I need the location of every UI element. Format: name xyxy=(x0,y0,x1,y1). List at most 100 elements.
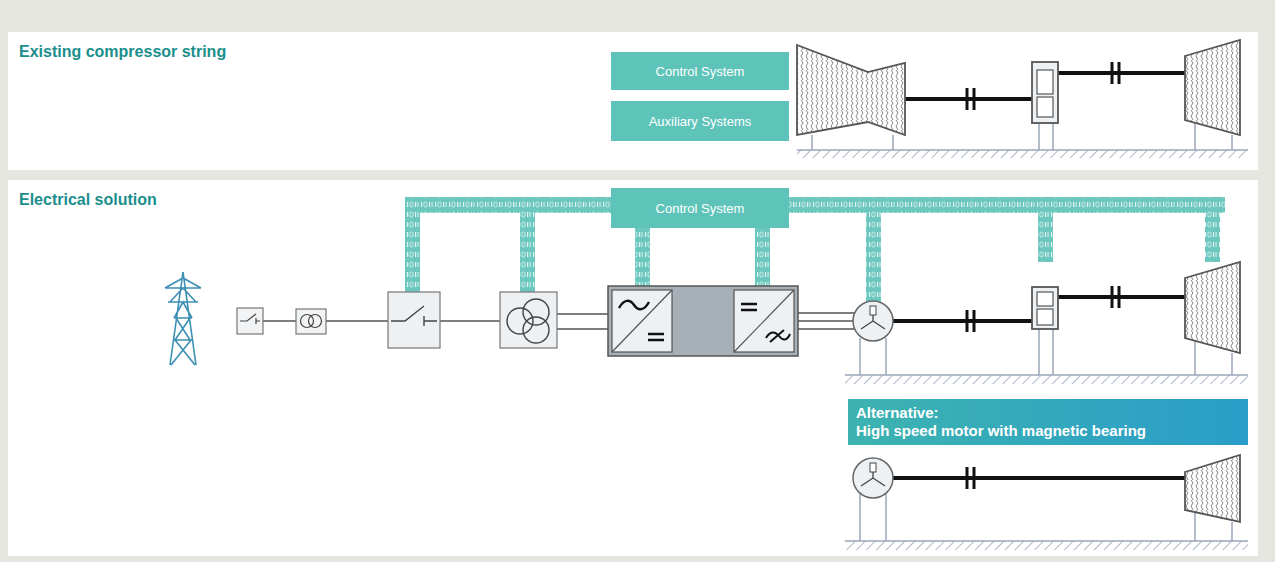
disconnector-symbol xyxy=(240,314,260,324)
motor-symbol xyxy=(861,307,885,329)
gearbox xyxy=(1032,287,1058,329)
three-winding-transformer xyxy=(500,292,557,348)
coupling xyxy=(973,310,976,332)
frequency-converter xyxy=(648,334,664,340)
system-box: Auxiliary Systems xyxy=(611,101,789,141)
data-bus xyxy=(405,197,420,292)
motor-symbol xyxy=(870,306,876,315)
ground-hatch xyxy=(845,375,1248,384)
compressor xyxy=(1185,262,1240,353)
support-legs xyxy=(885,494,887,541)
system-box: Control System xyxy=(611,188,789,228)
gearbox xyxy=(1037,309,1053,325)
box-label: Alternative: xyxy=(856,404,1240,422)
data-bus xyxy=(520,197,535,292)
motor-symbol xyxy=(861,464,885,486)
shaft xyxy=(1058,71,1185,75)
circuit-breaker xyxy=(388,292,440,348)
frequency-converter xyxy=(619,301,649,309)
frequency-converter xyxy=(741,304,757,310)
data-bus xyxy=(866,197,881,302)
transformer-symbol xyxy=(309,315,322,328)
shaft xyxy=(1058,295,1185,299)
support-legs xyxy=(1052,123,1054,150)
transformer-symbol xyxy=(296,309,326,334)
alternative-banner: Alternative:High speed motor with magnet… xyxy=(848,399,1248,445)
data-bus xyxy=(1038,197,1053,262)
compressor xyxy=(1185,455,1240,522)
transformer-symbol xyxy=(296,309,326,334)
support-legs xyxy=(1231,353,1233,375)
power-line xyxy=(794,328,856,329)
box-label: Control System xyxy=(656,201,745,216)
gearbox xyxy=(1037,97,1053,117)
coupling xyxy=(1111,62,1114,84)
power-line xyxy=(794,320,853,321)
gearbox xyxy=(1032,62,1058,123)
power-line xyxy=(263,320,296,321)
data-bus xyxy=(755,213,770,286)
data-bus xyxy=(1205,197,1220,262)
support-legs xyxy=(859,494,861,541)
frequency-converter xyxy=(766,330,790,342)
gas-turbine xyxy=(797,45,905,135)
support-legs xyxy=(885,338,887,375)
frequency-converter xyxy=(612,290,672,352)
circuit-breaker xyxy=(388,292,440,348)
data-bus xyxy=(405,197,1225,302)
ground-hatch xyxy=(797,149,1248,151)
gearbox xyxy=(1037,292,1053,306)
circuit-breaker xyxy=(391,306,437,326)
coupling xyxy=(966,310,969,332)
compressor xyxy=(1185,40,1240,135)
frequency-converter xyxy=(612,290,672,352)
motor-symbol xyxy=(853,301,893,498)
frequency-converter xyxy=(608,286,798,356)
frequency-converter xyxy=(734,290,794,352)
motor-symbol xyxy=(870,463,876,472)
power-line xyxy=(557,313,612,314)
ground-hatch xyxy=(797,150,1248,158)
coupling xyxy=(1111,286,1114,308)
support-legs xyxy=(1231,522,1233,541)
support-legs xyxy=(859,338,861,375)
power-pylon xyxy=(165,272,201,365)
gearbox xyxy=(1032,62,1058,123)
power-line xyxy=(440,320,500,321)
section-title: Existing compressor string xyxy=(8,32,226,61)
three-winding-transformer xyxy=(507,308,533,334)
shaft xyxy=(893,319,1032,323)
power-line xyxy=(794,312,856,313)
support-legs xyxy=(1194,120,1196,150)
gas-turbine xyxy=(797,45,905,135)
frequency-converter xyxy=(608,286,798,356)
motor-symbol xyxy=(853,458,893,498)
box-label: Auxiliary Systems xyxy=(649,114,752,129)
section-title: Electrical solution xyxy=(8,180,157,209)
ground-hatch xyxy=(845,540,1248,542)
coupling xyxy=(973,88,976,110)
support-legs xyxy=(1038,123,1040,150)
coupling xyxy=(967,286,1119,489)
power-line xyxy=(326,320,388,321)
shaft xyxy=(893,476,1185,480)
gearbox xyxy=(1032,287,1058,329)
disconnector-symbol xyxy=(237,308,263,334)
support-legs xyxy=(1194,338,1196,375)
motor-symbol xyxy=(853,301,893,341)
frequency-converter xyxy=(734,290,794,352)
compressor xyxy=(1185,262,1240,522)
support-legs xyxy=(860,329,1232,541)
gearbox xyxy=(1037,70,1053,94)
coupling xyxy=(966,88,969,110)
coupling xyxy=(973,467,976,489)
support-legs xyxy=(1194,510,1196,541)
three-winding-transformer xyxy=(500,292,557,348)
disconnector-symbol xyxy=(237,308,263,334)
power-line xyxy=(557,328,612,329)
transformer-symbol xyxy=(301,315,314,328)
box-label: Control System xyxy=(656,64,745,79)
data-bus xyxy=(635,213,650,286)
shaft xyxy=(893,297,1185,478)
coupling xyxy=(966,467,969,489)
